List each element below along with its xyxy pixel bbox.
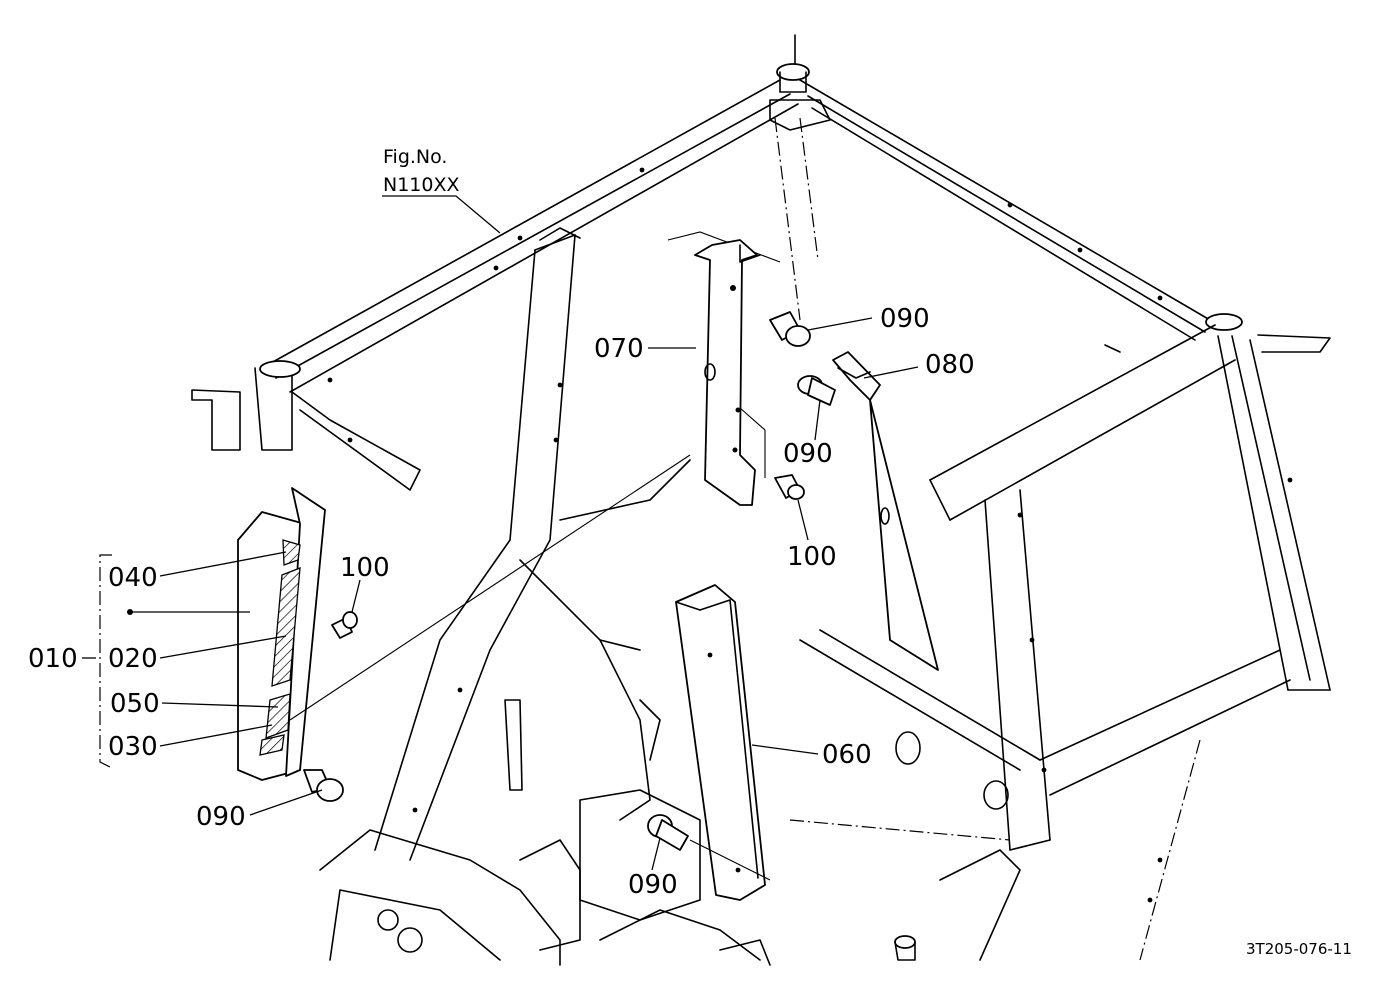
callout-100-left: 100 (340, 553, 390, 583)
callout-010: 010 (28, 644, 78, 674)
bolt-090-middle (797, 375, 836, 406)
callout-090-bottom: 090 (628, 870, 678, 900)
bolt-090-upper (769, 311, 811, 347)
part-010-assembly (99, 487, 326, 781)
leader-lines (130, 195, 919, 881)
callout-090-lower-left: 090 (196, 802, 246, 832)
part-070-rear-pillar-trim (667, 231, 781, 506)
callout-100-middle: 100 (787, 542, 837, 572)
cab-frame (191, 34, 1331, 966)
callout-030: 030 (108, 732, 158, 762)
callout-050: 050 (110, 689, 160, 719)
callout-090-middle: 090 (783, 439, 833, 469)
callout-010-dot (127, 609, 133, 615)
part-080-right-trim (832, 351, 939, 671)
callout-070: 070 (594, 334, 644, 364)
callout-080: 080 (925, 350, 975, 380)
callout-060: 060 (822, 740, 872, 770)
bolt-100-middle (774, 474, 805, 500)
callout-040: 040 (108, 563, 158, 593)
callout-020: 020 (108, 644, 158, 674)
callout-090-upper: 090 (880, 304, 930, 334)
bolt-090-bottom (647, 814, 689, 851)
figure-ref-line2: N110XX (383, 174, 460, 196)
part-060-pillar-trim (675, 584, 766, 901)
drawing-code: 3T205-076-11 (1246, 940, 1352, 958)
bolt-090-lower-left (303, 769, 344, 802)
bolt-100-left (331, 611, 358, 639)
callout-labels: Fig.No. N110XX 070 090 080 090 100 040 1… (28, 146, 1352, 958)
figure-ref-line1: Fig.No. (383, 146, 447, 168)
